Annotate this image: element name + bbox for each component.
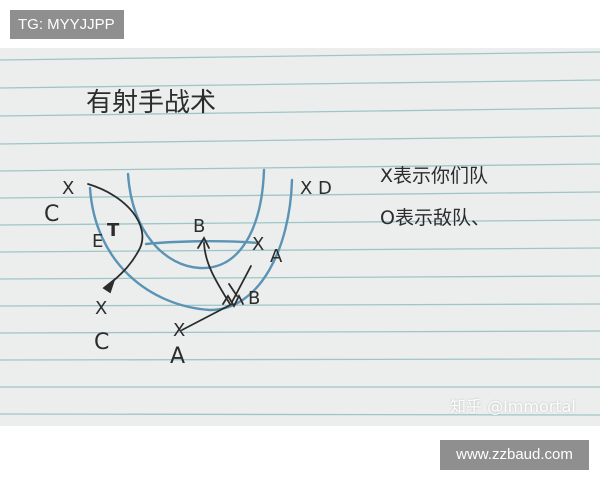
- label-c-top: C: [44, 202, 60, 227]
- notebook-photo: 有射手战术 X表示你们队 O表示敌队、 X C X D E T B X A B …: [0, 48, 600, 426]
- a-bottom-path: [181, 303, 233, 331]
- note-title: 有射手战术: [86, 88, 217, 118]
- bridge-line: [144, 240, 260, 246]
- a-path: [231, 265, 252, 303]
- legend-x: X表示你们队: [380, 165, 489, 187]
- arc-c-path: [87, 183, 144, 287]
- w-marker: [222, 293, 244, 308]
- notebook-drawing: [0, 48, 600, 426]
- label-b-right: B: [248, 288, 261, 309]
- hammer-icon: T: [107, 220, 120, 241]
- legend-o: O表示敌队、: [380, 207, 490, 229]
- outer-curve: [88, 178, 294, 312]
- b-path: [203, 242, 231, 305]
- ink-strokes: [87, 183, 252, 331]
- label-x-a-bottom: X: [173, 320, 186, 341]
- photo-credit-watermark: 知乎 @Immortal: [450, 397, 576, 416]
- top-left-watermark: TG: MYYJJPP: [10, 10, 124, 39]
- label-a-bottom: A: [170, 344, 186, 369]
- label-x-c-top: X: [62, 178, 75, 199]
- paper-background: [0, 48, 600, 426]
- b-marker: [228, 283, 238, 297]
- bottom-right-watermark: www.zzbaud.com: [440, 440, 589, 470]
- label-x-d: X D: [300, 178, 332, 199]
- b-arrowhead: [197, 236, 210, 249]
- label-x-a: X: [252, 234, 265, 255]
- label-e: E: [92, 231, 104, 252]
- label-x-c-bottom: X: [95, 298, 108, 319]
- arc-c-arrowhead: [102, 277, 116, 294]
- label-c-bottom: C: [94, 330, 110, 355]
- label-b-top: B: [193, 216, 206, 237]
- label-a-right: A: [270, 246, 283, 267]
- ruled-lines: [0, 51, 600, 416]
